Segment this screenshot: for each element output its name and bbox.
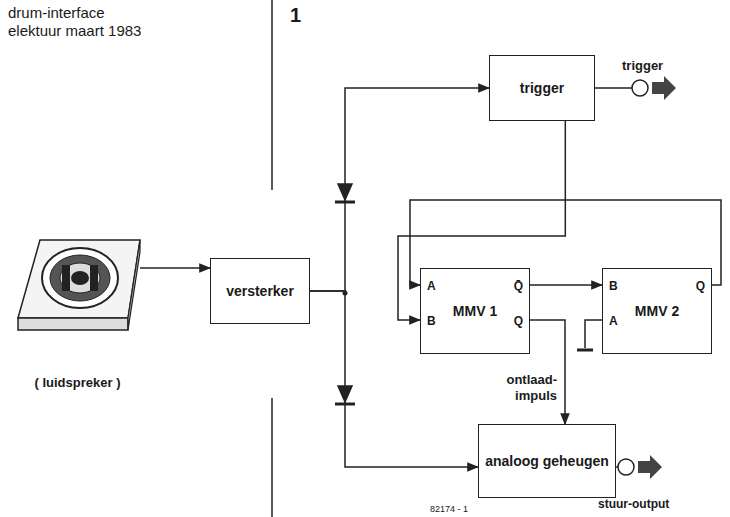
ground-wire [577, 320, 602, 350]
pin-name: Q [514, 314, 523, 328]
caption: ( luidspreker ) [15, 375, 140, 390]
speaker-illustration [18, 240, 140, 330]
block-box: analoog geheugen [478, 424, 616, 498]
block-label: trigger [490, 56, 594, 120]
divider-line [271, 398, 273, 517]
block-box: MMV 2B Q A [602, 268, 712, 354]
pin-name: Q̄ [514, 279, 523, 293]
block-label: versterker [211, 259, 309, 323]
text-label: 82174 - 1 [430, 503, 468, 515]
pin-name: B [427, 314, 436, 328]
divider-line [271, 0, 273, 190]
block-label: MMV 2 [603, 269, 711, 353]
text-label: trigger [622, 58, 663, 74]
pin-name: A [609, 314, 618, 328]
block-box: versterker [210, 258, 310, 324]
pin-name: A [427, 279, 436, 293]
text-label: 1 [290, 4, 301, 27]
block-label: MMV 1 [421, 269, 529, 353]
text-label: elektuur maart 1983 [8, 22, 141, 40]
connector [530, 284, 602, 286]
pin-name: B [609, 279, 618, 293]
text-label: stuur-output [598, 497, 669, 512]
speaker-node: ( luidspreker ) [15, 225, 140, 390]
connector [310, 88, 489, 291]
edge-label: ontlaad-impuls [495, 372, 557, 404]
title: drum-interface [8, 4, 105, 22]
block-box: trigger [489, 55, 595, 121]
block-label: analoog geheugen [479, 425, 615, 497]
block-box: MMV 1A B Q̄ Q [420, 268, 530, 354]
pin-name: Q [696, 279, 705, 293]
connector [140, 267, 210, 269]
output-terminal [595, 76, 676, 100]
